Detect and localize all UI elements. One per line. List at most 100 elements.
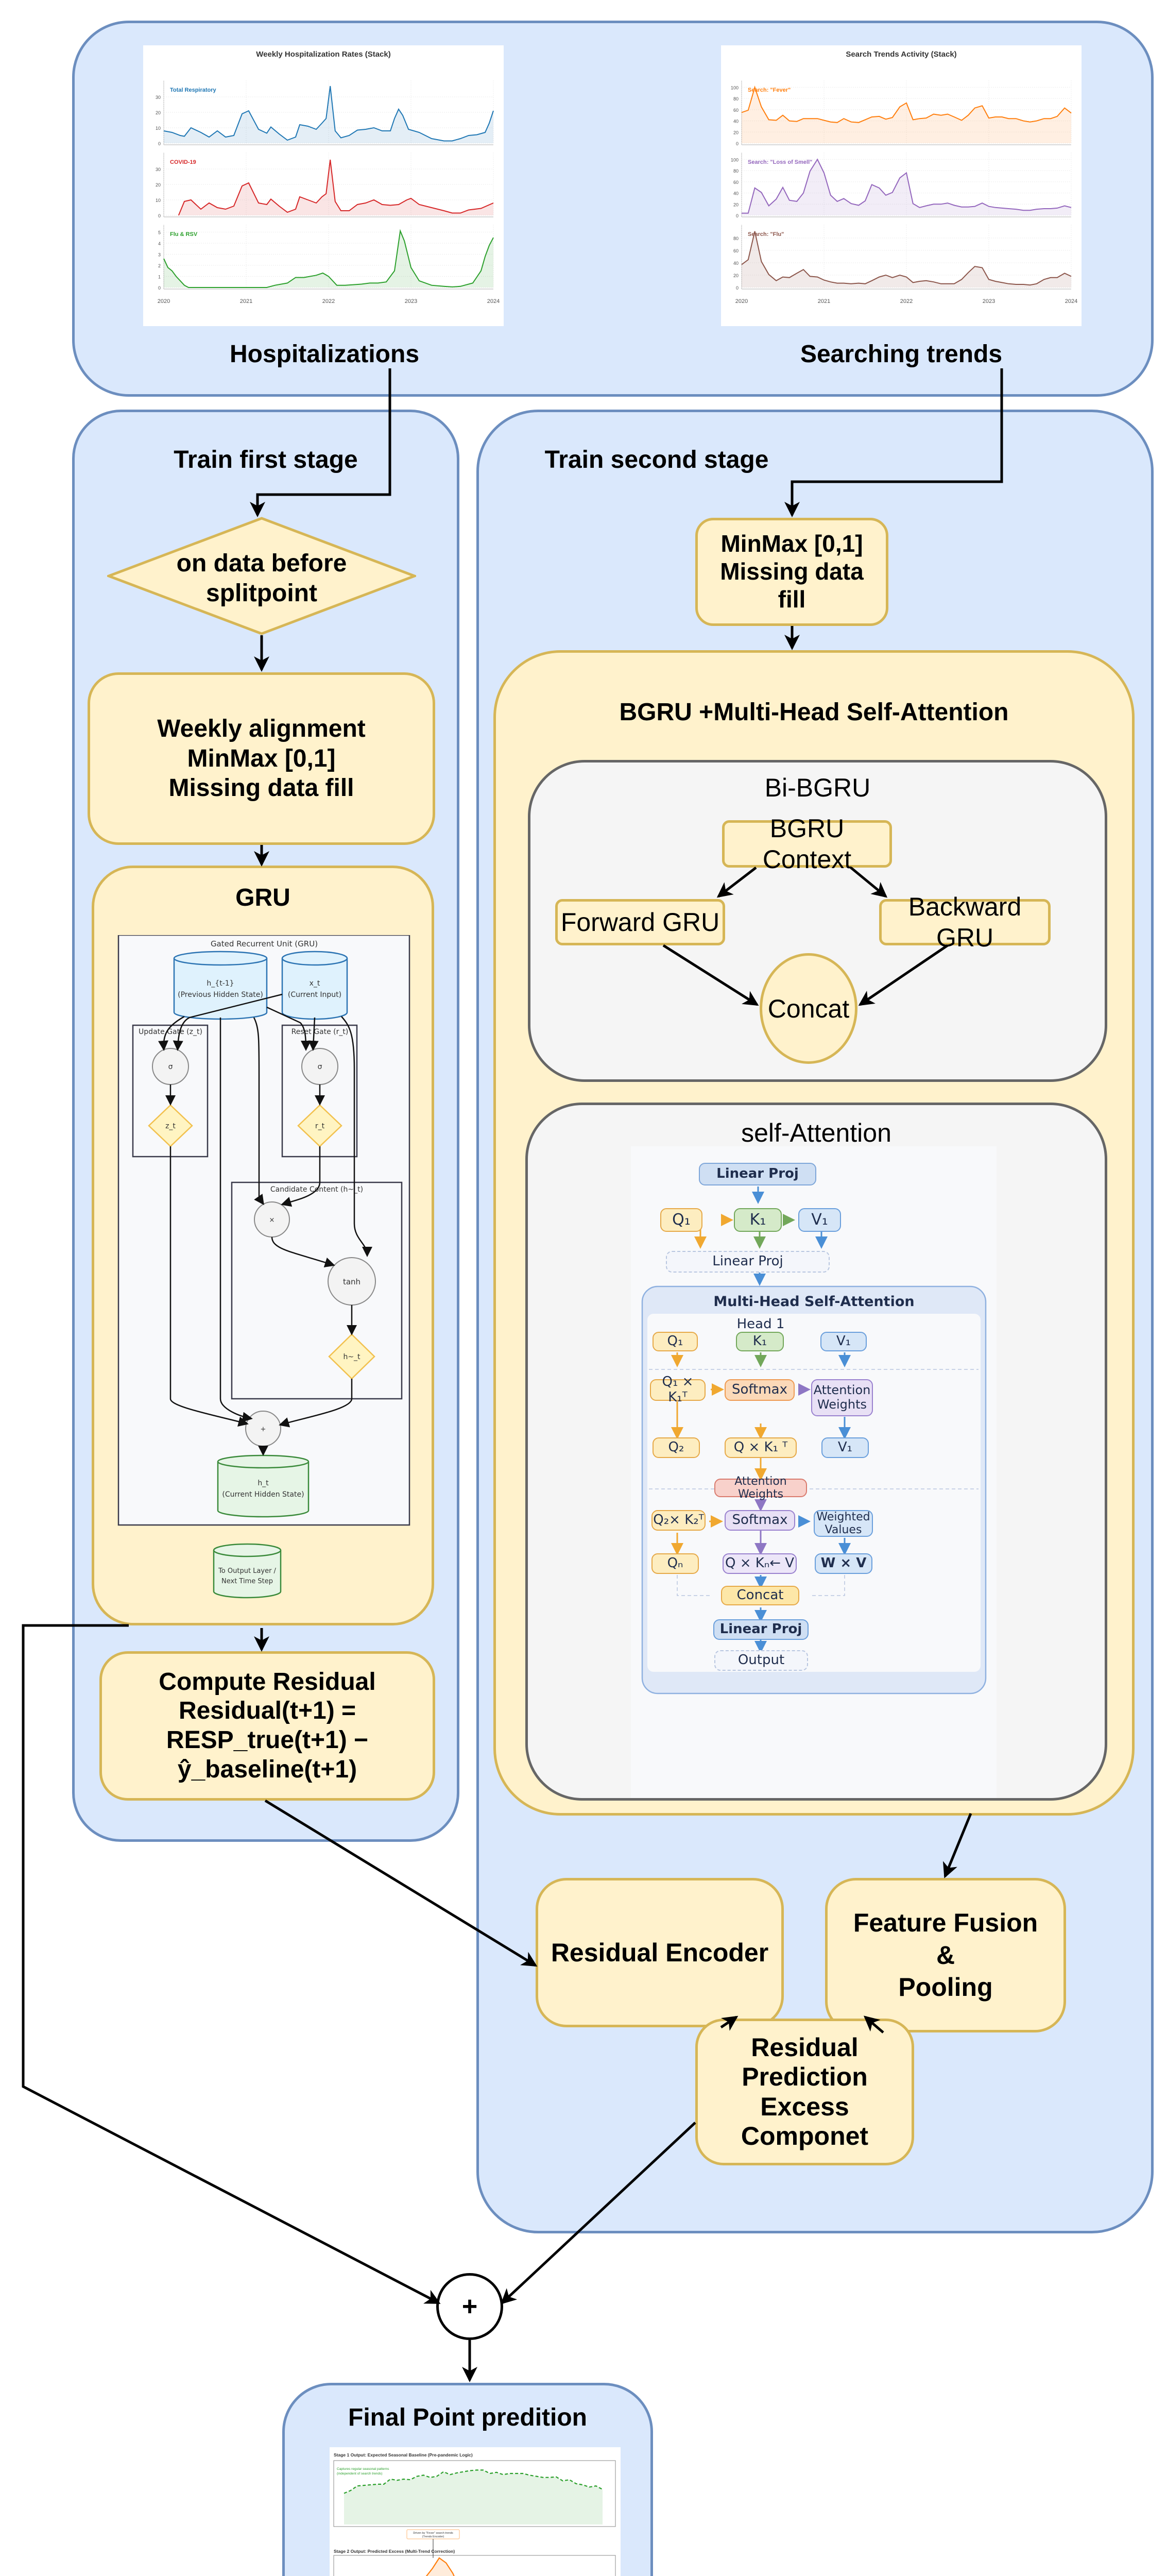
mhsa-title: Multi-Head Self-Attention <box>713 1294 915 1310</box>
split-decision-diamond <box>107 517 416 635</box>
y-tick-label: 80 <box>733 168 739 174</box>
series-area <box>164 231 493 287</box>
hospitalizations-label: Hospitalizations <box>229 341 420 368</box>
bgru-context-node: BGRU Context <box>722 814 892 874</box>
x-tick-label: 2024 <box>487 298 500 304</box>
series-label: COVID-19 <box>170 159 196 165</box>
y-tick-label: 0 <box>158 285 161 291</box>
weighted-values: Weighted Values <box>814 1510 873 1537</box>
head-v1: V₁ <box>820 1332 867 1351</box>
x-tick-label: 2020 <box>158 298 170 304</box>
residual-encoder-node: Residual Encoder <box>536 1878 784 2027</box>
series-area <box>164 86 493 143</box>
attn-linear-proj-mid: Linear Proj <box>666 1251 830 1273</box>
x-tick-label: 2023 <box>405 298 417 304</box>
attention-weights-1: Attention Weights <box>811 1379 873 1416</box>
prev-hidden-cylinder: h_{t-1} (Previous Hidden State) <box>173 951 268 1020</box>
stage1-annotation: (independent of search trends) <box>337 2472 383 2476</box>
x-tick-label: 2023 <box>983 298 995 304</box>
y-tick-label: 60 <box>733 108 739 113</box>
chart-title: Weekly Hospitalization Rates (Stack) <box>256 50 390 59</box>
svg-text:z_t: z_t <box>165 1122 176 1130</box>
stage2-line <box>425 2557 455 2576</box>
attn-linear-proj-top: Linear Proj <box>699 1163 816 1185</box>
search-trends-chart: Search Trends Activity (Stack)0204060801… <box>731 50 1077 304</box>
series-area <box>742 87 1071 143</box>
x-tick-label: 2020 <box>735 298 748 304</box>
series-label: Flu & RSV <box>170 231 198 238</box>
forward-gru-node: Forward GRU <box>555 899 725 945</box>
x-tick-label: 2024 <box>1065 298 1077 304</box>
head-label: Head 1 <box>736 1316 785 1332</box>
backward-gru-node: Backward GRU <box>879 892 1051 952</box>
series-line <box>741 231 1072 286</box>
update-gate-label: Update Gate (z_t) <box>139 1028 202 1036</box>
y-tick-label: 0 <box>158 213 161 218</box>
final-charts-image: Stage 1 Output: Expected Seasonal Baseli… <box>330 2447 621 2576</box>
series-label: Total Respiratory <box>170 87 217 93</box>
series-line <box>742 158 1072 214</box>
svg-text:(Previous Hidden State): (Previous Hidden State) <box>178 991 263 999</box>
w-x-v: W × V <box>815 1553 872 1574</box>
attn-q1: Q₁ <box>660 1208 702 1232</box>
y-tick-label: 3 <box>158 252 161 257</box>
stage1-area <box>344 2470 603 2524</box>
current-hidden-cylinder: h_t (Current Hidden State) <box>217 1454 310 1518</box>
final-charts: Stage 1 Output: Expected Seasonal Baseli… <box>333 2452 616 2576</box>
y-tick-label: 40 <box>733 119 739 124</box>
svg-text:Next Time Step: Next Time Step <box>221 1578 273 1585</box>
svg-text:(Current Hidden State): (Current Hidden State) <box>222 1490 304 1499</box>
head-frame <box>647 1314 981 1672</box>
q-x-kn-v: Q × Kₙ← V <box>723 1553 797 1574</box>
q2-k2t: Q₂× K₂ᵀ <box>651 1510 706 1531</box>
stage2-annotation: (Trends Encoder) <box>422 2535 444 2538</box>
bigru-title: Bi-BGRU <box>764 773 871 802</box>
series-label: Search: "Flu" <box>748 231 784 238</box>
y-tick-label: 10 <box>156 198 161 203</box>
svg-text:h_{t-1}: h_{t-1} <box>207 979 234 988</box>
attn-v1: V₁ <box>798 1208 841 1232</box>
y-tick-label: 20 <box>156 182 161 188</box>
stage2-frame <box>333 2555 616 2576</box>
series-line <box>163 86 494 142</box>
chart-title: Search Trends Activity (Stack) <box>846 50 956 59</box>
y-tick-label: 100 <box>731 85 739 90</box>
second-stage-title: Train second stage <box>544 446 769 473</box>
gru-cell-title: Gated Recurrent Unit (GRU) <box>211 939 318 948</box>
y-tick-label: 40 <box>733 261 739 266</box>
x-tick-label: 2022 <box>322 298 335 304</box>
series-area <box>742 231 1071 287</box>
series-area <box>178 160 493 215</box>
svg-text:+: + <box>261 1426 266 1433</box>
y-tick-label: 80 <box>733 236 739 241</box>
svg-text:h~_t: h~_t <box>343 1353 361 1361</box>
split-decision-label: on data before splitpoint <box>176 550 347 607</box>
y-tick-label: 1 <box>158 274 161 279</box>
self-attention-title: self-Attention <box>741 1118 891 1147</box>
series-line <box>741 86 1072 123</box>
q-x-k1t: Q × K₁ ᵀ <box>725 1437 797 1458</box>
attn-concat: Concat <box>721 1586 799 1605</box>
plus-icon: + <box>461 2292 478 2321</box>
attention-weights-2: Attention Weights <box>714 1475 807 1501</box>
series-line <box>178 159 494 216</box>
x-tick-label: 2021 <box>240 298 252 304</box>
bigru-concat-node: Concat <box>760 953 857 1064</box>
output-cylinder: To Output Layer / Next Time Step <box>213 1543 282 1599</box>
stage1-title: Stage 1 Output: Expected Seasonal Baseli… <box>334 2452 473 2458</box>
x-tick-label: 2022 <box>900 298 913 304</box>
q1-k1t: Q₁ × K₁ᵀ <box>650 1374 706 1405</box>
stage1-frame <box>333 2460 616 2527</box>
y-tick-label: 2 <box>158 263 161 268</box>
gru-cell-diagram: Gated Recurrent Unit (GRU) h_{t-1} (Prev… <box>117 934 411 1538</box>
final-prediction-title: Final Point predition <box>348 2404 587 2431</box>
stage1-annotation: Captures regular seasonal patterns <box>337 2467 389 2471</box>
svg-text:σ: σ <box>318 1063 322 1071</box>
bgru-attention-title: BGRU +Multi-Head Self-Attention <box>619 699 1009 726</box>
svg-text:×: × <box>269 1216 275 1224</box>
y-tick-label: 40 <box>733 191 739 196</box>
gru-arrows <box>158 993 372 1456</box>
stage2-area <box>426 2558 454 2576</box>
first-stage-preprocess-node: Weekly alignment MinMax [0,1] Missing da… <box>88 672 435 845</box>
compute-residual-node: Compute Residual Residual(t+1) = RESP_tr… <box>99 1651 435 1801</box>
